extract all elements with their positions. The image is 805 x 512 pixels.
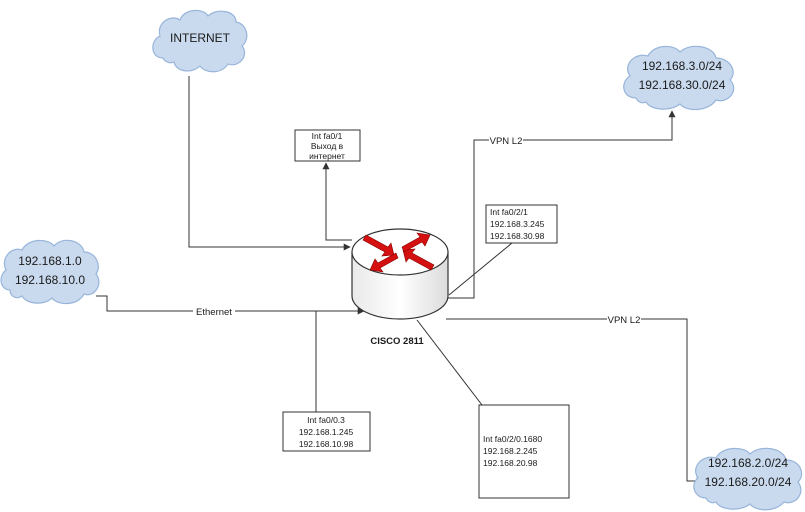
link-fa021-router [448, 242, 513, 296]
fa003-line-1: Int fa0/0.3 [307, 415, 345, 425]
interface-box-fa0-2-1: Int fa0/2/1 192.168.3.245 192.168.30.98 [485, 204, 558, 244]
cloud-site3-line-1: 192.168.3.0/24 [642, 59, 722, 73]
cloud-internet: INTERNET [152, 9, 248, 73]
vpn-top-label-bg [489, 134, 523, 146]
fa021-line-3: 192.168.30.98 [490, 231, 545, 241]
link-router-fa0201680 [416, 319, 483, 406]
cloud-site2-line-1: 192.168.2.0/24 [708, 456, 788, 470]
fa0201680-line-2: 192.168.2.245 [483, 446, 538, 456]
connection-lines [96, 76, 704, 485]
router-arrows [362, 232, 435, 273]
vpn-bottom-label-bg [607, 313, 641, 325]
vpn-top-label: VPN L2 [490, 136, 523, 147]
router-name: CISCO 2811 [370, 336, 424, 347]
cloud-site3-line-2: 192.168.30.0/24 [639, 78, 726, 92]
interface-box-frame [478, 404, 570, 499]
cloud-icon [0, 239, 100, 305]
cloud-lan: 192.168.1.0 192.168.10.0 [0, 239, 100, 305]
cloud-site3: 192.168.3.0/24 192.168.30.0/24 [623, 45, 735, 111]
interface-box-frame [485, 204, 558, 244]
fa003-line-3: 192.168.10.98 [299, 439, 354, 449]
fa01-line-1: Int fa0/1 [312, 131, 343, 141]
link-lan-router [96, 295, 365, 315]
fa021-line-2: 192.168.3.245 [490, 219, 545, 229]
fa01-line-3: интернет [309, 151, 345, 161]
interface-box-fa0-0-3: Int fa0/0.3 192.168.1.245 192.168.10.98 [282, 411, 371, 452]
cloud-icon [623, 45, 735, 111]
ethernet-label: Ethernet [196, 307, 232, 318]
fa0201680-line-1: Int fa0/2/0.1680 [483, 434, 542, 444]
cloud-internet-label: INTERNET [170, 31, 231, 45]
interface-box-fa0-1: Int fa0/1 Выход в интернет [294, 129, 361, 162]
cloud-site2: 192.168.2.0/24 192.168.20.0/24 [693, 447, 803, 511]
link-router-site3 [448, 110, 676, 299]
cloud-lan-line-1: 192.168.1.0 [18, 254, 82, 268]
fa003-line-2: 192.168.1.245 [299, 427, 354, 437]
fa0201680-line-3: 192.168.20.98 [483, 458, 538, 468]
ethernet-label-bg [193, 305, 235, 317]
interface-box-fa0-2-0-1680: Int fa0/2/0.1680 192.168.2.245 192.168.2… [478, 404, 570, 499]
router-icon [351, 228, 449, 320]
cloud-icon [152, 9, 248, 73]
link-internet-router [188, 76, 351, 251]
cloud-icon [693, 447, 803, 511]
fa021-line-1: Int fa0/2/1 [490, 207, 528, 217]
interface-box-frame [294, 129, 361, 162]
fa01-line-2: Выход в [311, 141, 344, 151]
cloud-lan-line-2: 192.168.10.0 [15, 273, 85, 287]
link-router-fa01 [322, 162, 352, 241]
vpn-bottom-label: VPN L2 [608, 315, 641, 326]
cloud-site2-line-2: 192.168.20.0/24 [705, 475, 792, 489]
interface-box-frame [282, 411, 371, 452]
